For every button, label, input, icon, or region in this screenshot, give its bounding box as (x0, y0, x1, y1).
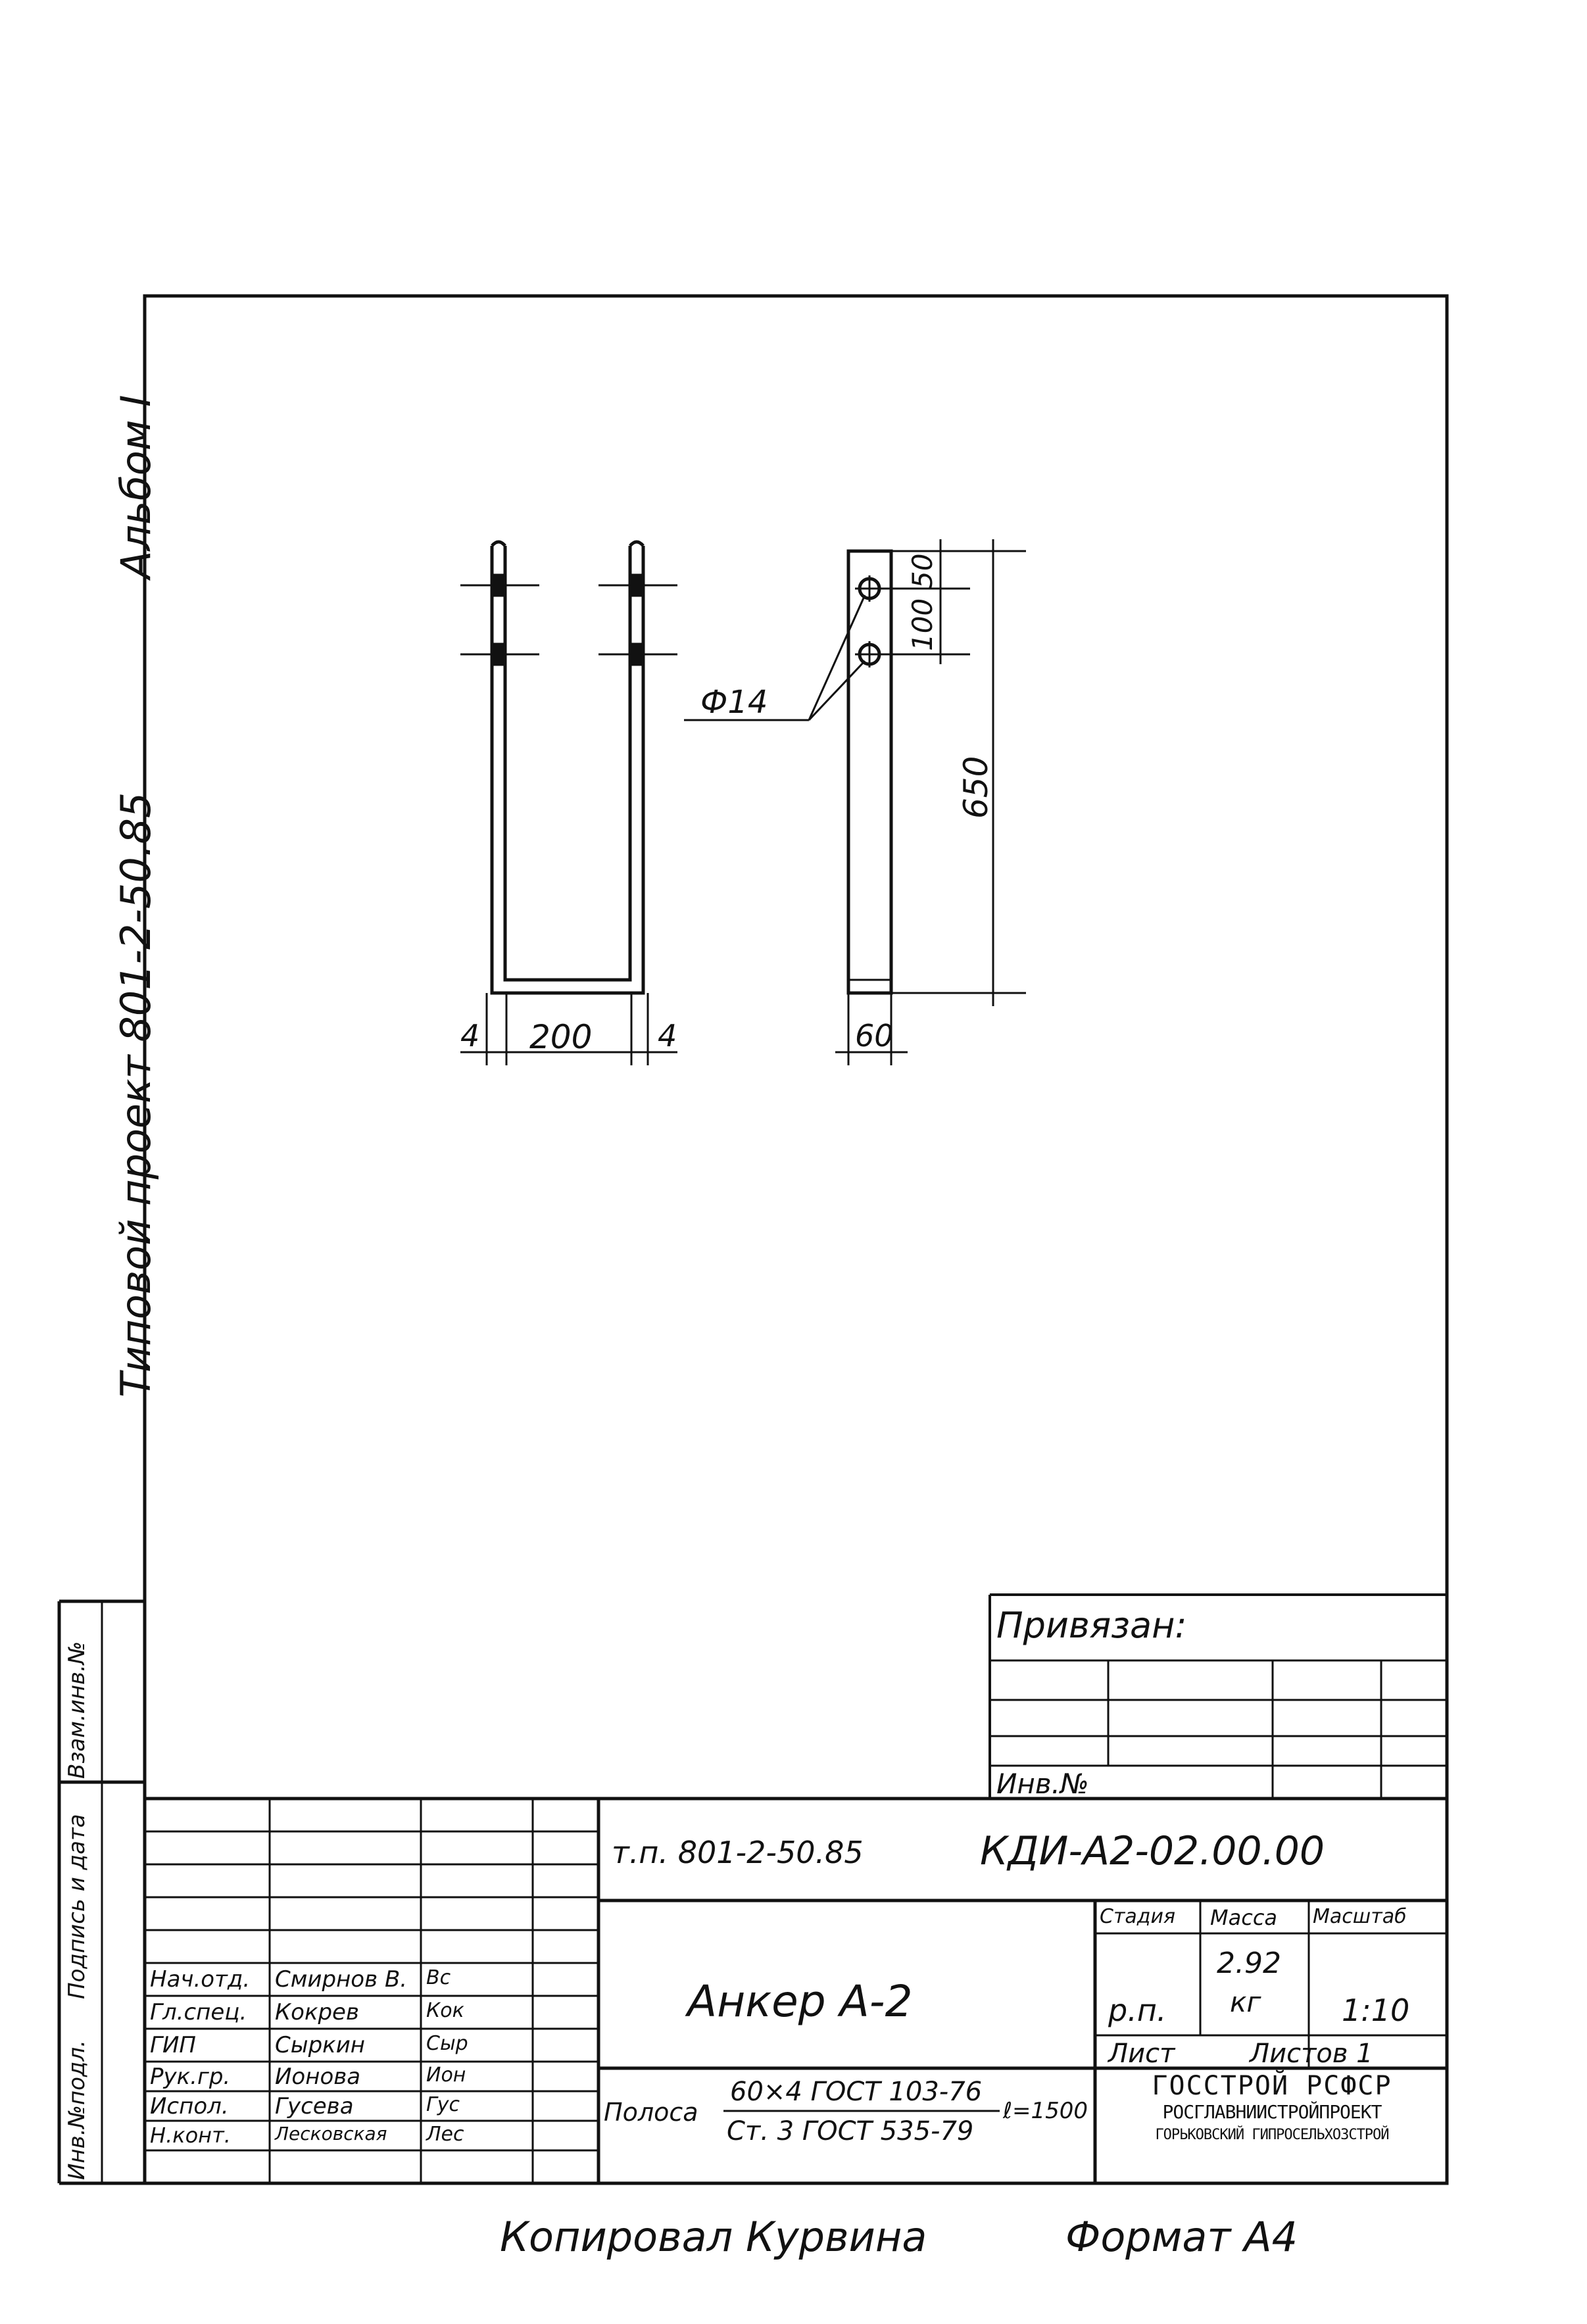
org-line-3: ГОРЬКОВСКИЙ ГИПРОСЕЛЬХОЗСТРОЙ (1155, 2127, 1389, 2143)
sig-name: Смирнов В. (275, 1966, 408, 1993)
scale-value: 1:10 (1342, 1993, 1410, 2028)
dim-50: 50 (906, 553, 939, 589)
inv-no-label: Инв.№ (996, 1768, 1089, 1800)
sig-name: Ионова (275, 2064, 361, 2090)
anchor-side-view (684, 539, 1026, 1065)
sheets-label: Листов 1 (1250, 2039, 1373, 2069)
sig-name: Гусева (275, 2093, 354, 2119)
inv-podl-label: Инв.№подл. (64, 2040, 90, 2180)
hole-diameter-label: Ф14 (700, 684, 768, 721)
mass-value: 2.92 (1217, 1947, 1281, 1980)
material-bottom: Ст. 3 ГОСТ 535-79 (727, 2116, 974, 2146)
anchor-front-view (460, 540, 677, 1065)
sig-role: Гл.спец. (150, 1999, 247, 2025)
sig-name: Кокрев (275, 1999, 360, 2025)
org-line-1: ГОССТРОЙ РСФСР (1152, 2071, 1392, 2101)
dim-100: 100 (906, 598, 939, 651)
dim-200: 200 (529, 1018, 593, 1056)
sig-sign: Лес (426, 2123, 464, 2146)
sig-role: Испол. (150, 2093, 229, 2119)
organization-block: ГОССТРОЙ РСФСР РОСГЛАВНИИСТРОЙПРОЕКТ ГОР… (1097, 2073, 1447, 2142)
dim-60: 60 (855, 1018, 894, 1053)
copied-by: Копировал Курвина (500, 2213, 927, 2261)
stage-header: Стадия (1100, 1905, 1176, 1928)
podpis-data-label: Подпись и дата (64, 1814, 90, 1999)
sig-role: Н.конт. (150, 2123, 231, 2148)
dim-4-right: 4 (658, 1018, 677, 1053)
sheet-frame (143, 294, 1449, 2185)
project-code: т.п. 801-2-50.85 (612, 1835, 864, 1870)
project-label: Типовой проект 801-2-50.85 (112, 792, 160, 1397)
vzam-inv-label: Взам.инв.№ (64, 1641, 90, 1779)
sig-role: Нач.отд. (150, 1966, 251, 1993)
sig-sign: Вс (426, 1966, 451, 1989)
material-label: Полоса (604, 2098, 698, 2127)
sheet-label: Лист (1108, 2039, 1175, 2069)
privyazan-grid (989, 1593, 1447, 1799)
stage-value: р.п. (1108, 1993, 1167, 2028)
sig-role: Рук.гр. (150, 2064, 231, 2090)
sig-name: Сыркин (275, 2032, 366, 2058)
drawing-title: Анкер А-2 (687, 1976, 913, 2027)
mass-unit: кг (1230, 1986, 1261, 2018)
sig-role: ГИП (150, 2032, 196, 2058)
dim-650: 650 (957, 756, 995, 819)
sig-sign: Кок (426, 1999, 464, 2022)
sig-sign: Ион (426, 2064, 466, 2087)
org-line-2: РОСГЛАВНИИСТРОЙПРОЕКТ (1162, 2101, 1382, 2123)
material-top: 60×4 ГОСТ 103-76 (730, 2077, 983, 2107)
privyazan-title: Привязан: (996, 1605, 1187, 1646)
sig-sign: Гус (426, 2093, 460, 2116)
dim-4-left: 4 (460, 1018, 480, 1053)
album-label: Альбом I (112, 395, 160, 579)
scale-header: Масштаб (1313, 1905, 1407, 1928)
sig-sign: Сыр (426, 2032, 468, 2055)
mass-header: Масса (1210, 1905, 1278, 1930)
material-length: ℓ=1500 (1003, 2098, 1088, 2124)
doc-code: КДИ-А2-02.00.00 (980, 1828, 1325, 1874)
format-label: Формат А4 (1065, 2213, 1298, 2261)
sig-name: Лесковская (275, 2123, 387, 2144)
title-block-grid (145, 1797, 1447, 2183)
